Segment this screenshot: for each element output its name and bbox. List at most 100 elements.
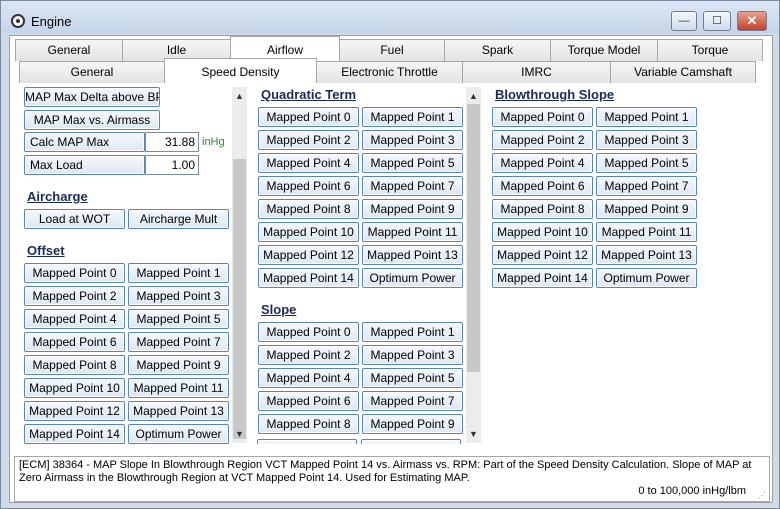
blowthrough-mapped-point-5-button[interactable]: Mapped Point 5 [596, 153, 697, 173]
left-scrollbar[interactable]: ▲ ▼ [232, 87, 247, 443]
offset-mapped-point-3-button[interactable]: Mapped Point 3 [128, 286, 229, 306]
offset-mapped-point-11-button[interactable]: Mapped Point 11 [128, 378, 229, 398]
slope-mapped-point-4-button[interactable]: Mapped Point 4 [258, 368, 359, 388]
mapped-point-button[interactable] [361, 439, 461, 444]
max-load-label[interactable]: Max Load [24, 155, 145, 175]
scroll-thumb[interactable] [467, 104, 480, 372]
quadratic-mapped-point-7-button[interactable]: Mapped Point 7 [362, 176, 463, 196]
blowthrough-mapped-point-2-button[interactable]: Mapped Point 2 [492, 130, 593, 150]
subtab-variable-camshaft[interactable]: Variable Camshaft [610, 61, 756, 83]
blowthrough-mapped-point-1-button[interactable]: Mapped Point 1 [596, 107, 697, 127]
tab-torque-management[interactable]: Torque Management [657, 39, 763, 78]
slope-mapped-point-3-button[interactable]: Mapped Point 3 [362, 345, 463, 365]
minimize-button[interactable]: — [671, 11, 697, 31]
scroll-up-icon[interactable]: ▲ [469, 91, 478, 101]
quadratic-mapped-point-13-button[interactable]: Mapped Point 13 [362, 245, 463, 265]
title-bar: Engine — ☐ ✕ [1, 1, 779, 33]
slope-mapped-point-1-button[interactable]: Mapped Point 1 [362, 322, 463, 342]
blowthrough-mapped-point-10-button[interactable]: Mapped Point 10 [492, 222, 593, 242]
scroll-down-icon[interactable]: ▼ [235, 429, 244, 439]
tab-spark[interactable]: Spark [444, 39, 551, 61]
offset-mapped-point-2-button[interactable]: Mapped Point 2 [24, 286, 125, 306]
blowthrough-mapped-point-6-button[interactable]: Mapped Point 6 [492, 176, 593, 196]
blowthrough-mapped-point-14-button[interactable]: Mapped Point 14 [492, 268, 593, 288]
slope-mapped-point-9-button[interactable]: Mapped Point 9 [362, 414, 463, 434]
quadratic-mapped-point-9-button[interactable]: Mapped Point 9 [362, 199, 463, 219]
load-at-wot-button[interactable]: Load at WOT [24, 209, 125, 229]
quadratic-mapped-point-1-button[interactable]: Mapped Point 1 [362, 107, 463, 127]
offset-mapped-point-14-button[interactable]: Mapped Point 14 [24, 424, 125, 444]
tab-torque-model[interactable]: Torque Model [550, 39, 658, 61]
aircharge-mult-button[interactable]: Aircharge Mult [128, 209, 229, 229]
quadratic-mapped-point-3-button[interactable]: Mapped Point 3 [362, 130, 463, 150]
slope-heading: Slope [261, 302, 297, 317]
mapped-point-button[interactable] [257, 439, 357, 444]
maximize-button[interactable]: ☐ [703, 11, 731, 31]
window-title: Engine [31, 14, 72, 29]
tab-fuel[interactable]: Fuel [339, 39, 445, 61]
aircharge-heading: Aircharge [27, 189, 88, 204]
offset-mapped-point-7-button[interactable]: Mapped Point 7 [128, 332, 229, 352]
slope-mapped-point-8-button[interactable]: Mapped Point 8 [258, 414, 359, 434]
calc-map-max-value[interactable]: 31.88 [145, 132, 199, 152]
quadratic-mapped-point-12-button[interactable]: Mapped Point 12 [258, 245, 359, 265]
quadratic-mapped-point-6-button[interactable]: Mapped Point 6 [258, 176, 359, 196]
subtab-imrc[interactable]: IMRC [462, 61, 611, 83]
blowthrough-mapped-point-3-button[interactable]: Mapped Point 3 [596, 130, 697, 150]
quadratic-mapped-point-14-button[interactable]: Mapped Point 14 [258, 268, 359, 288]
slope-mapped-point-5-button[interactable]: Mapped Point 5 [362, 368, 463, 388]
tab-general[interactable]: General [15, 39, 123, 61]
tab-idle[interactable]: Idle [122, 39, 231, 61]
blowthrough-mapped-point-9-button[interactable]: Mapped Point 9 [596, 199, 697, 219]
quadratic-optimum-power-button[interactable]: Optimum Power [362, 268, 463, 288]
offset-mapped-point-5-button[interactable]: Mapped Point 5 [128, 309, 229, 329]
offset-mapped-point-1-button[interactable]: Mapped Point 1 [128, 263, 229, 283]
blowthrough-mapped-point-12-button[interactable]: Mapped Point 12 [492, 245, 593, 265]
slope-mapped-point-0-button[interactable]: Mapped Point 0 [258, 322, 359, 342]
subtab-general[interactable]: General [19, 61, 165, 83]
blowthrough-mapped-point-8-button[interactable]: Mapped Point 8 [492, 199, 593, 219]
offset-mapped-point-9-button[interactable]: Mapped Point 9 [128, 355, 229, 375]
blowthrough-mapped-point-4-button[interactable]: Mapped Point 4 [492, 153, 593, 173]
offset-mapped-point-0-button[interactable]: Mapped Point 0 [24, 263, 125, 283]
quadratic-mapped-point-4-button[interactable]: Mapped Point 4 [258, 153, 359, 173]
slope-mapped-point-6-button[interactable]: Mapped Point 6 [258, 391, 359, 411]
offset-mapped-point-12-button[interactable]: Mapped Point 12 [24, 401, 125, 421]
blowthrough-mapped-point-13-button[interactable]: Mapped Point 13 [596, 245, 697, 265]
quadratic-mapped-point-5-button[interactable]: Mapped Point 5 [362, 153, 463, 173]
blowthrough-mapped-point-7-button[interactable]: Mapped Point 7 [596, 176, 697, 196]
offset-mapped-point-10-button[interactable]: Mapped Point 10 [24, 378, 125, 398]
calc-map-max-label[interactable]: Calc MAP Max [24, 132, 145, 152]
calc-map-max-unit: inHg [202, 136, 225, 148]
scroll-down-icon[interactable]: ▼ [469, 429, 478, 439]
offset-mapped-point-6-button[interactable]: Mapped Point 6 [24, 332, 125, 352]
subtab-speed-density[interactable]: Speed Density [164, 58, 317, 83]
offset-mapped-point-13-button[interactable]: Mapped Point 13 [128, 401, 229, 421]
blowthrough-mapped-point-11-button[interactable]: Mapped Point 11 [596, 222, 697, 242]
offset-optimum-power-button[interactable]: Optimum Power [128, 424, 229, 444]
quadratic-mapped-point-10-button[interactable]: Mapped Point 10 [258, 222, 359, 242]
slope-mapped-point-2-button[interactable]: Mapped Point 2 [258, 345, 359, 365]
subtab-electronic-throttle[interactable]: Electronic Throttle [316, 61, 463, 83]
map-max-airmass-button[interactable]: MAP Max vs. Airmass [24, 110, 160, 130]
scroll-thumb[interactable] [233, 159, 246, 439]
slope-mapped-point-7-button[interactable]: Mapped Point 7 [362, 391, 463, 411]
offset-mapped-point-4-button[interactable]: Mapped Point 4 [24, 309, 125, 329]
resize-grip[interactable]: ⋰ [758, 491, 766, 500]
quadratic-mapped-point-11-button[interactable]: Mapped Point 11 [362, 222, 463, 242]
blowthrough-optimum-power-button[interactable]: Optimum Power [596, 268, 697, 288]
quadratic-mapped-point-0-button[interactable]: Mapped Point 0 [258, 107, 359, 127]
max-load-value[interactable]: 1.00 [145, 155, 199, 175]
map-max-delta-button[interactable]: MAP Max Delta above BP [24, 87, 160, 107]
quadratic-mapped-point-2-button[interactable]: Mapped Point 2 [258, 130, 359, 150]
close-button[interactable]: ✕ [737, 11, 767, 31]
scroll-up-icon[interactable]: ▲ [235, 91, 244, 101]
offset-mapped-point-8-button[interactable]: Mapped Point 8 [24, 355, 125, 375]
offset-heading: Offset [27, 243, 65, 258]
middle-scrollbar[interactable]: ▲ ▼ [466, 87, 481, 443]
blowthrough-mapped-point-0-button[interactable]: Mapped Point 0 [492, 107, 593, 127]
blowthrough-slope-heading: Blowthrough Slope [495, 87, 615, 102]
tab-airflow[interactable]: Airflow [230, 36, 340, 61]
quadratic-mapped-point-8-button[interactable]: Mapped Point 8 [258, 199, 359, 219]
